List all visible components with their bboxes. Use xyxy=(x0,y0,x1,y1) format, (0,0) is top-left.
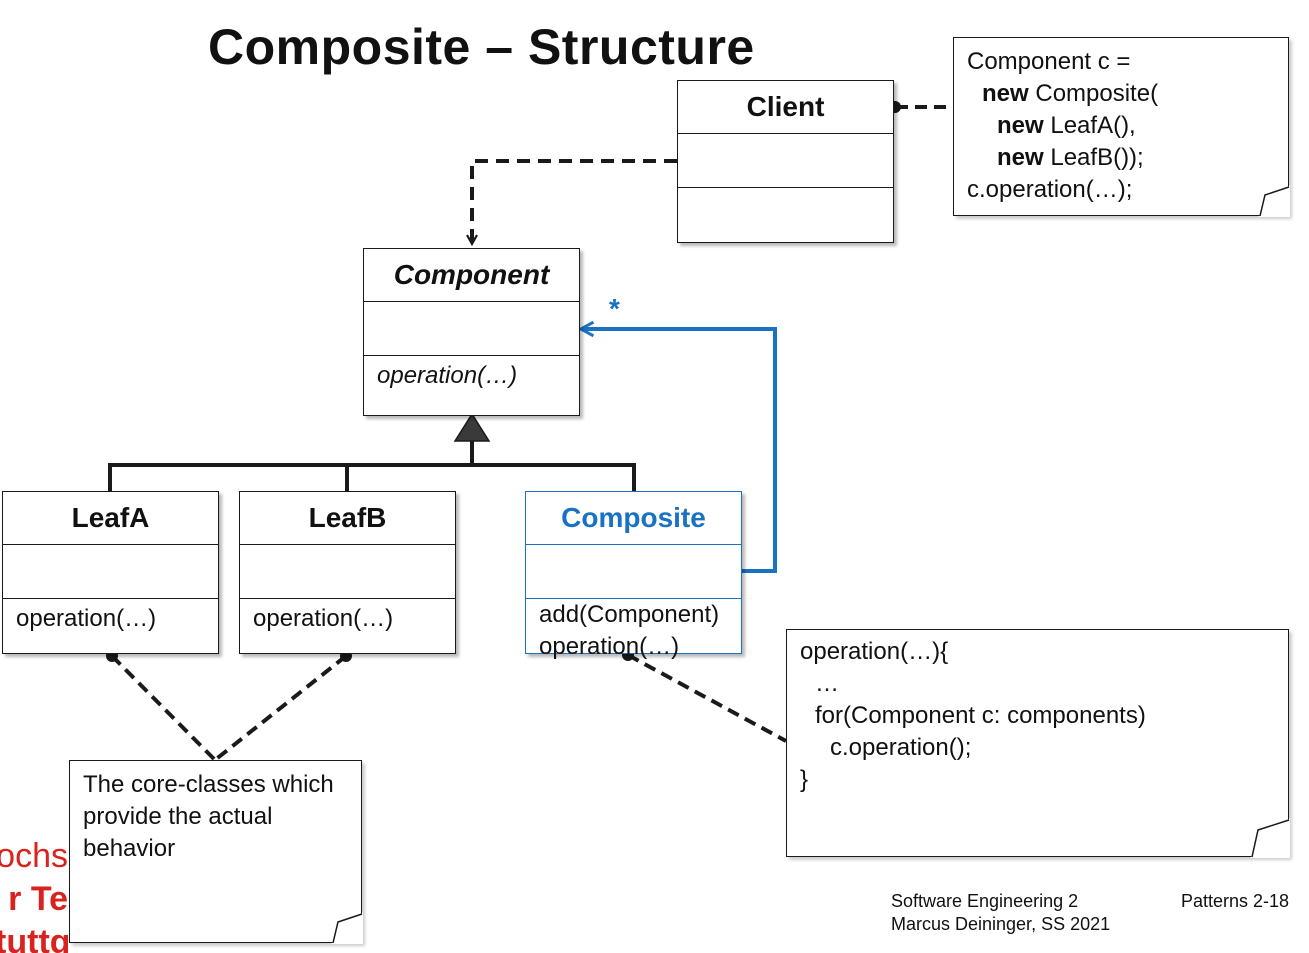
note-fold-corner xyxy=(1258,185,1290,217)
note-fold-corner xyxy=(331,912,363,944)
class-leafA-name: LeafA xyxy=(3,492,218,545)
class-leafB-operation: operation(…) xyxy=(253,605,394,632)
class-leafB: LeafB operation(…) xyxy=(239,491,456,654)
footer-author: Marcus Deininger, SS 2021 xyxy=(891,914,1111,934)
note-client-line5: c.operation(…); xyxy=(967,176,1133,203)
class-leafA-attributes xyxy=(3,545,218,599)
note-client-line4: new LeafB()); xyxy=(997,144,1144,171)
class-client-name: Client xyxy=(678,81,893,134)
generalization-tree xyxy=(108,441,636,491)
class-client-attributes xyxy=(678,134,893,188)
note-client-line1: Component c = xyxy=(967,48,1131,75)
leaves-note-links xyxy=(110,654,348,762)
footer-course-info: Software Engineering 2 Marcus Deininger,… xyxy=(891,890,1110,936)
note-composite-code: operation(…){ … for(Component c: compone… xyxy=(786,629,1290,858)
generalization-triangle xyxy=(453,412,491,442)
footer-course: Software Engineering 2 xyxy=(891,891,1079,911)
composite-note-link xyxy=(627,653,787,743)
class-leafB-name: LeafB xyxy=(240,492,455,545)
logo-line1: ochs xyxy=(0,837,68,875)
note-client-line3: new LeafA(), xyxy=(997,112,1136,139)
note-composite-line3: for(Component c: components) xyxy=(815,702,1146,729)
class-composite-operation: operation(…) xyxy=(539,633,680,660)
class-composite-operations: add(Component) operation(…) xyxy=(526,599,741,663)
note-leaves-line1: The core-classes which xyxy=(83,771,334,798)
footer-page-number: Patterns 2-18 xyxy=(1181,891,1290,911)
multiplicity-label: * xyxy=(609,293,620,324)
note-composite-line4: c.operation(); xyxy=(830,734,972,761)
class-client: Client xyxy=(677,80,894,243)
class-component: Component operation(…) xyxy=(363,248,580,416)
class-composite: Composite add(Component) operation(…) xyxy=(525,491,742,660)
class-composite-name: Composite xyxy=(526,492,741,545)
class-component-name: Component xyxy=(364,249,579,302)
note-client-line2: new Composite( xyxy=(982,80,1159,107)
note-leaves: The core-classes which provide the actua… xyxy=(69,760,363,944)
university-logo: ochs r Te tuttgart xyxy=(0,835,68,953)
note-fold-corner xyxy=(1250,818,1290,858)
class-composite-add: add(Component) xyxy=(539,601,720,628)
slide-title: Composite – Structure xyxy=(208,19,755,75)
note-composite-line2: … xyxy=(815,670,839,697)
note-leaves-line3: behavior xyxy=(83,835,176,862)
class-leafB-attributes xyxy=(240,545,455,599)
note-composite-line5: } xyxy=(800,766,809,793)
note-composite-line1: operation(…){ xyxy=(800,638,949,665)
class-composite-attributes xyxy=(526,545,741,599)
note-leaves-line2: provide the actual xyxy=(83,803,273,830)
note-client-code: Component c = new Composite( new LeafA()… xyxy=(953,37,1290,217)
class-component-operation: operation(…) xyxy=(377,362,518,389)
client-component-dependency xyxy=(472,159,677,244)
class-component-attributes xyxy=(364,302,579,356)
composite-component-association xyxy=(582,329,777,573)
class-leafA-operation: operation(…) xyxy=(16,605,157,632)
class-leafA: LeafA operation(…) xyxy=(2,491,219,654)
logo-line2: r Te xyxy=(8,880,68,918)
logo-line3: tuttgart xyxy=(0,923,68,953)
